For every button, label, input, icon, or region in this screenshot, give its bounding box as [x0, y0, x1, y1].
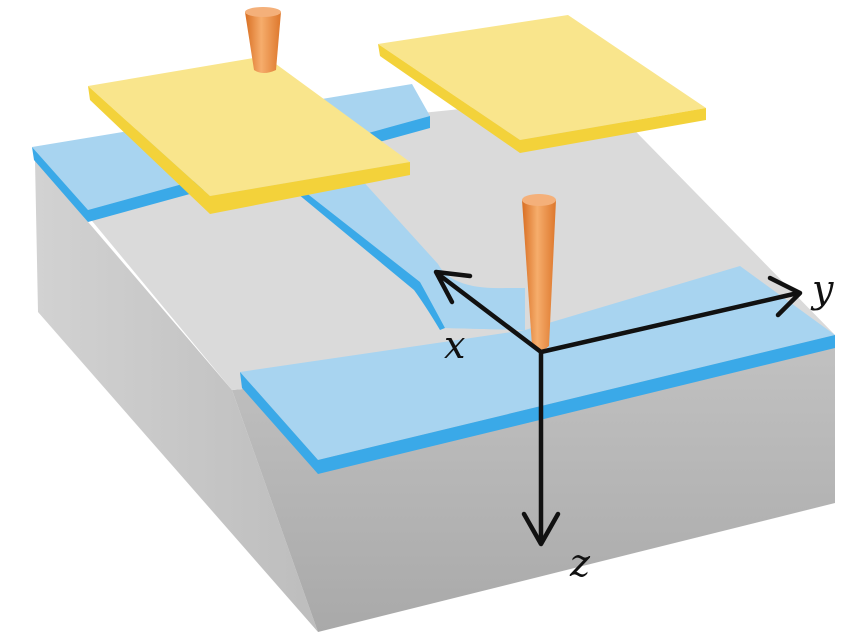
left-electrode-edge: [88, 86, 410, 214]
x-axis-label: x: [444, 323, 465, 367]
y-axis-line: [538, 290, 801, 355]
ridge-waveguide-edge: [298, 188, 445, 330]
x-axis-line: [435, 271, 544, 355]
ridge-waveguide-top: [300, 178, 525, 330]
y-axis-arrowhead: [767, 275, 803, 318]
probe-tip-front: [522, 194, 556, 350]
left-electrode-top: [88, 56, 410, 196]
right-electrode-top: [378, 15, 706, 140]
probe-tip-back: [245, 7, 281, 73]
z-axis-label: z: [569, 541, 591, 585]
x-axis-arrowhead: [433, 269, 473, 305]
z-axis-arrowhead: [521, 511, 561, 547]
electrodes: [88, 15, 706, 214]
y-axis-label: y: [810, 267, 834, 311]
front-waveguide-top: [240, 266, 835, 460]
right-electrode-edge: [378, 44, 706, 153]
conical-probe-tip-icon: [522, 195, 556, 350]
substrate-left-face: [35, 160, 318, 632]
conical-probe-tip-icon: [245, 8, 281, 73]
coordinate-axes: [433, 269, 803, 547]
